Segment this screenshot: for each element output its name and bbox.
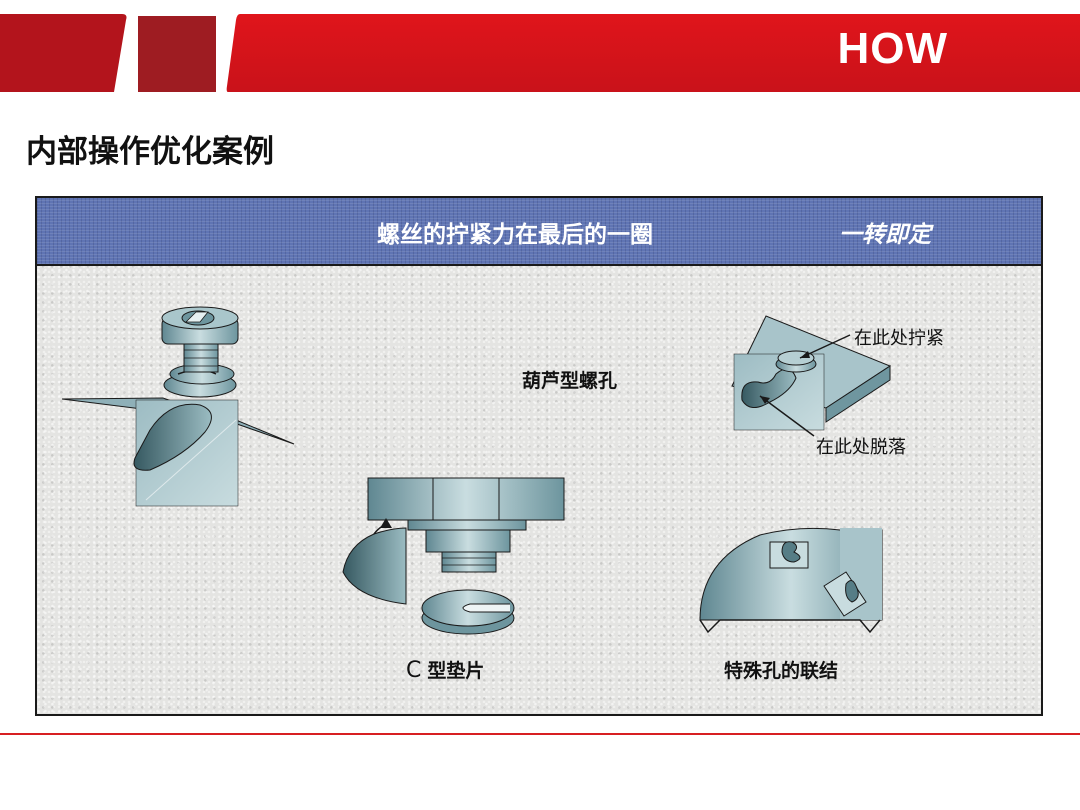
banner-shapes bbox=[0, 14, 1080, 92]
tighten-here-label: 在此处拧紧 bbox=[854, 328, 944, 349]
gourd-hole-screw-figure bbox=[61, 306, 295, 507]
special-hole-figure bbox=[699, 527, 883, 634]
panel-header: 螺丝的拧紧力在最后的一圈 一转即定 bbox=[37, 198, 1041, 266]
tighten-falloff-figure bbox=[731, 315, 892, 437]
panel-header-tagline: 一转即定 bbox=[839, 222, 931, 248]
top-banner: HOW bbox=[0, 0, 1080, 100]
c-washer-figure bbox=[342, 477, 565, 635]
special-hole-label: 特殊孔的联结 bbox=[724, 660, 839, 682]
panel-header-title: 螺丝的拧紧力在最后的一圈 bbox=[377, 222, 653, 248]
gourd-hole-label: 葫芦型螺孔 bbox=[522, 370, 618, 392]
c-washer-letter: C bbox=[406, 658, 422, 683]
bottom-divider bbox=[0, 733, 1080, 735]
section-label: HOW bbox=[837, 24, 948, 73]
c-washer-label: C 型垫片 bbox=[406, 656, 484, 683]
c-washer-text: 型垫片 bbox=[427, 660, 485, 682]
page-title: 内部操作优化案例 bbox=[26, 134, 274, 170]
falls-off-here-label: 在此处脱落 bbox=[816, 437, 906, 458]
